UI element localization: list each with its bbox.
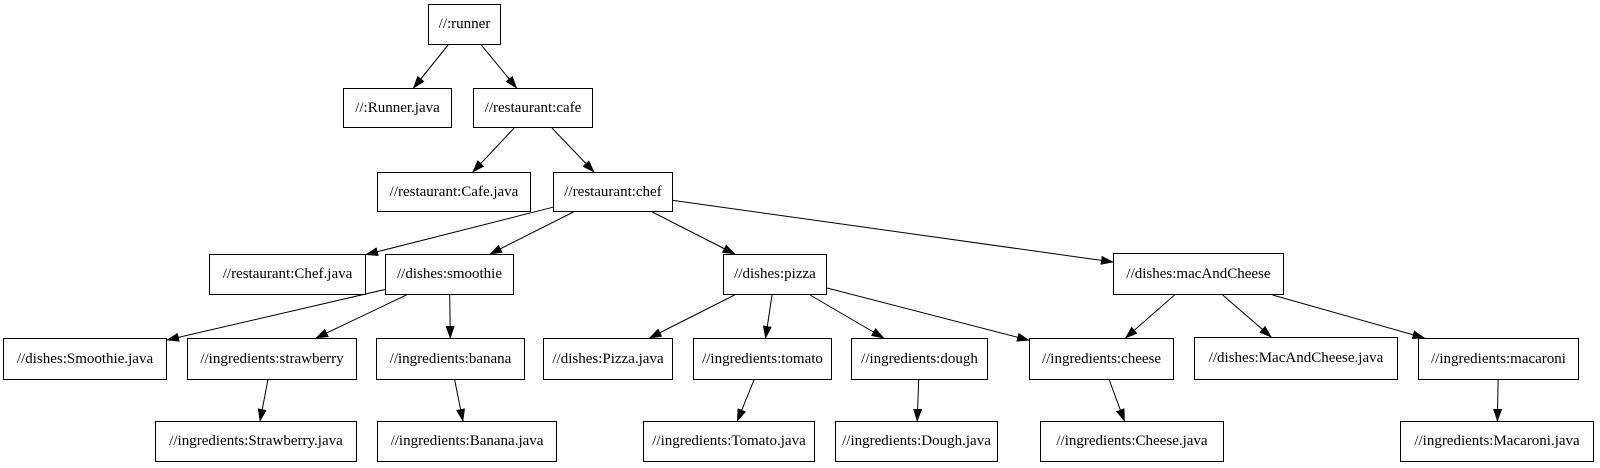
graph-edge-cafe-to-cafe-java <box>472 127 515 173</box>
graph-node-label: //:runner <box>438 16 491 32</box>
graph-node-pizza: //dishes:pizza <box>723 254 827 295</box>
graph-node-label: //ingredients:banana <box>389 350 512 367</box>
graph-node-macaroni: //ingredients:macaroni <box>1418 338 1579 380</box>
graph-node-runner-java: //:Runner.java <box>343 88 452 128</box>
graph-edge-tomato-to-tomato-java <box>736 379 755 422</box>
graph-node-macandcheese-java: //dishes:MacAndCheese.java <box>1194 337 1398 380</box>
graph-edge-smoothie-to-strawberry <box>315 294 407 339</box>
graph-node-smoothie: //dishes:smoothie <box>385 254 514 295</box>
graph-node-label: //dishes:MacAndCheese.java <box>1208 350 1384 366</box>
graph-node-tomato-java: //ingredients:Tomato.java <box>643 421 815 462</box>
graph-edge-pizza-to-tomato <box>762 294 773 339</box>
graph-edge-chef-to-chef-java <box>365 206 554 257</box>
graph-node-label: //ingredients:strawberry <box>200 350 344 367</box>
graph-node-pizza-java: //dishes:Pizza.java <box>543 338 673 380</box>
graph-node-label: //ingredients:Tomato.java <box>652 433 806 449</box>
graph-edge-cheese-to-cheese-java <box>1108 379 1125 422</box>
graph-node-label: //ingredients:Cheese.java <box>1056 433 1208 449</box>
graph-node-label: //restaurant:Cafe.java <box>389 183 519 200</box>
graph-edge-pizza-to-dough <box>809 294 885 339</box>
graph-edge-macaroni-to-macaroni-java <box>1493 379 1503 422</box>
graph-node-label: //dishes:pizza <box>734 266 816 282</box>
graph-node-banana: //ingredients:banana <box>376 338 525 380</box>
graph-edge-cafe-to-chef <box>551 127 595 173</box>
graph-node-label: //ingredients:dough <box>861 350 978 367</box>
graph-node-dough-java: //ingredients:Dough.java <box>835 421 998 462</box>
graph-edge-macandcheese-to-cheese <box>1124 294 1175 339</box>
graph-node-banana-java: //ingredients:Banana.java <box>377 421 557 462</box>
graph-node-label: //dishes:macAndCheese <box>1126 265 1271 282</box>
graph-edge-pizza-to-pizza-java <box>648 294 735 339</box>
graph-edge-pizza-to-cheese <box>826 287 1030 342</box>
graph-edge-smoothie-to-smoothie-java <box>166 289 386 342</box>
graph-edge-strawberry-to-strawberry-java <box>257 379 269 422</box>
graph-edge-macandcheese-to-macandcheese-java <box>1222 294 1272 338</box>
graph-edge-chef-to-smoothie <box>489 211 574 255</box>
graph-node-label: //dishes:Pizza.java <box>552 350 664 367</box>
graph-edge-smoothie-to-banana <box>445 294 455 339</box>
graph-node-cheese: //ingredients:cheese <box>1029 338 1174 380</box>
graph-node-strawberry-java: //ingredients:Strawberry.java <box>155 421 357 462</box>
graph-edge-chef-to-pizza <box>652 211 736 255</box>
graph-node-label: //restaurant:Chef.java <box>222 266 353 282</box>
graph-node-label: //ingredients:Banana.java <box>390 433 544 449</box>
graph-node-label: //dishes:Smoothie.java <box>16 350 154 367</box>
graph-node-label: //restaurant:cafe <box>484 99 582 116</box>
graph-node-label: //ingredients:cheese <box>1041 350 1162 367</box>
graph-node-chef-java: //restaurant:Chef.java <box>209 254 366 295</box>
graph-node-label: //ingredients:macaroni <box>1431 350 1566 367</box>
graph-node-macaroni-java: //ingredients:Macaroni.java <box>1400 421 1594 462</box>
graph-edge-chef-to-macandcheese <box>672 199 1114 265</box>
graph-node-label: //ingredients:Macaroni.java <box>1414 433 1580 449</box>
graph-node-label: //:Runner.java <box>355 99 440 116</box>
graph-edge-runner-to-cafe <box>480 44 518 89</box>
graph-node-dough: //ingredients:dough <box>851 338 988 380</box>
graph-node-strawberry: //ingredients:strawberry <box>187 338 357 380</box>
graph-node-cafe: //restaurant:cafe <box>473 88 593 128</box>
graph-node-runner: //:runner <box>428 4 501 45</box>
graph-edge-macandcheese-to-macaroni <box>1272 294 1426 340</box>
graph-node-smoothie-java: //dishes:Smoothie.java <box>3 338 167 380</box>
graph-node-label: //ingredients:Strawberry.java <box>169 433 343 449</box>
graph-edge-banana-to-banana-java <box>454 379 465 422</box>
graph-node-label: //ingredients:Dough.java <box>842 433 991 449</box>
graph-edge-dough-to-dough-java <box>913 379 923 422</box>
graph-node-chef: //restaurant:chef <box>553 172 673 212</box>
graph-node-label: //ingredients:tomato <box>702 350 823 367</box>
graph-edge-runner-to-runner-java <box>412 44 449 89</box>
graph-node-macandcheese: //dishes:macAndCheese <box>1113 253 1284 295</box>
graph-node-tomato: //ingredients:tomato <box>693 338 832 380</box>
graph-node-cafe-java: //restaurant:Cafe.java <box>377 172 531 212</box>
graph-node-label: //dishes:smoothie <box>397 266 502 282</box>
graph-node-label: //restaurant:chef <box>564 183 662 200</box>
graph-node-cheese-java: //ingredients:Cheese.java <box>1040 421 1224 462</box>
